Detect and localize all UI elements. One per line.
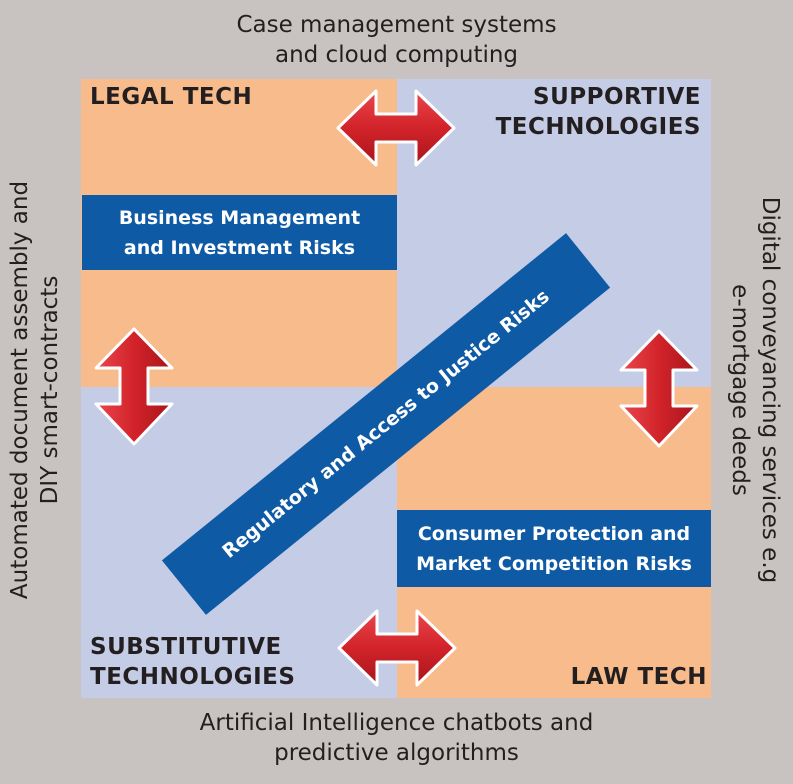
bottom-caption-line-1: Artificial Intelligence chatbots and <box>199 710 594 736</box>
supportive-technologies-label: SUPPORTIVE TECHNOLOGIES <box>496 82 701 142</box>
substitutive-label-line-1: SUBSTITUTIVE <box>90 634 282 660</box>
substitutive-technologies-label: SUBSTITUTIVE TECHNOLOGIES <box>90 632 295 692</box>
top-caption-line-1: Case management systems <box>236 12 557 38</box>
double-arrow-horizontal-bottom-icon <box>337 609 457 687</box>
substitutive-label-line-2: TECHNOLOGIES <box>90 664 296 690</box>
top-caption: Case management systems and cloud comput… <box>0 10 793 70</box>
consumer-risks-line-2: Market Competition Risks <box>416 552 692 575</box>
legal-tech-label: LEGAL TECH <box>90 82 252 112</box>
bottom-caption-line-2: predictive algorithms <box>274 740 519 766</box>
law-tech-label: LAW TECH <box>571 662 707 692</box>
legal-tech-label-line-1: LEGAL TECH <box>90 84 253 110</box>
top-caption-line-2: and cloud computing <box>274 42 519 68</box>
bottom-caption: Artificial Intelligence chatbots and pre… <box>0 708 793 768</box>
law-tech-label-line-1: LAW TECH <box>570 664 707 690</box>
double-arrow-horizontal-top-icon <box>336 89 456 167</box>
double-arrow-vertical-left-icon <box>94 327 174 446</box>
business-risks-line-2: and Investment Risks <box>123 236 356 259</box>
supportive-label-line-1: SUPPORTIVE <box>533 84 701 110</box>
supportive-label-line-2: TECHNOLOGIES <box>495 114 701 140</box>
double-arrow-vertical-right-icon <box>619 329 699 448</box>
business-risks-box: Business Management and Investment Risks <box>82 195 397 270</box>
consumer-risks-line-1: Consumer Protection and <box>417 522 691 545</box>
business-risks-line-1: Business Management <box>118 206 361 229</box>
consumer-risks-box: Consumer Protection and Market Competiti… <box>397 510 711 587</box>
